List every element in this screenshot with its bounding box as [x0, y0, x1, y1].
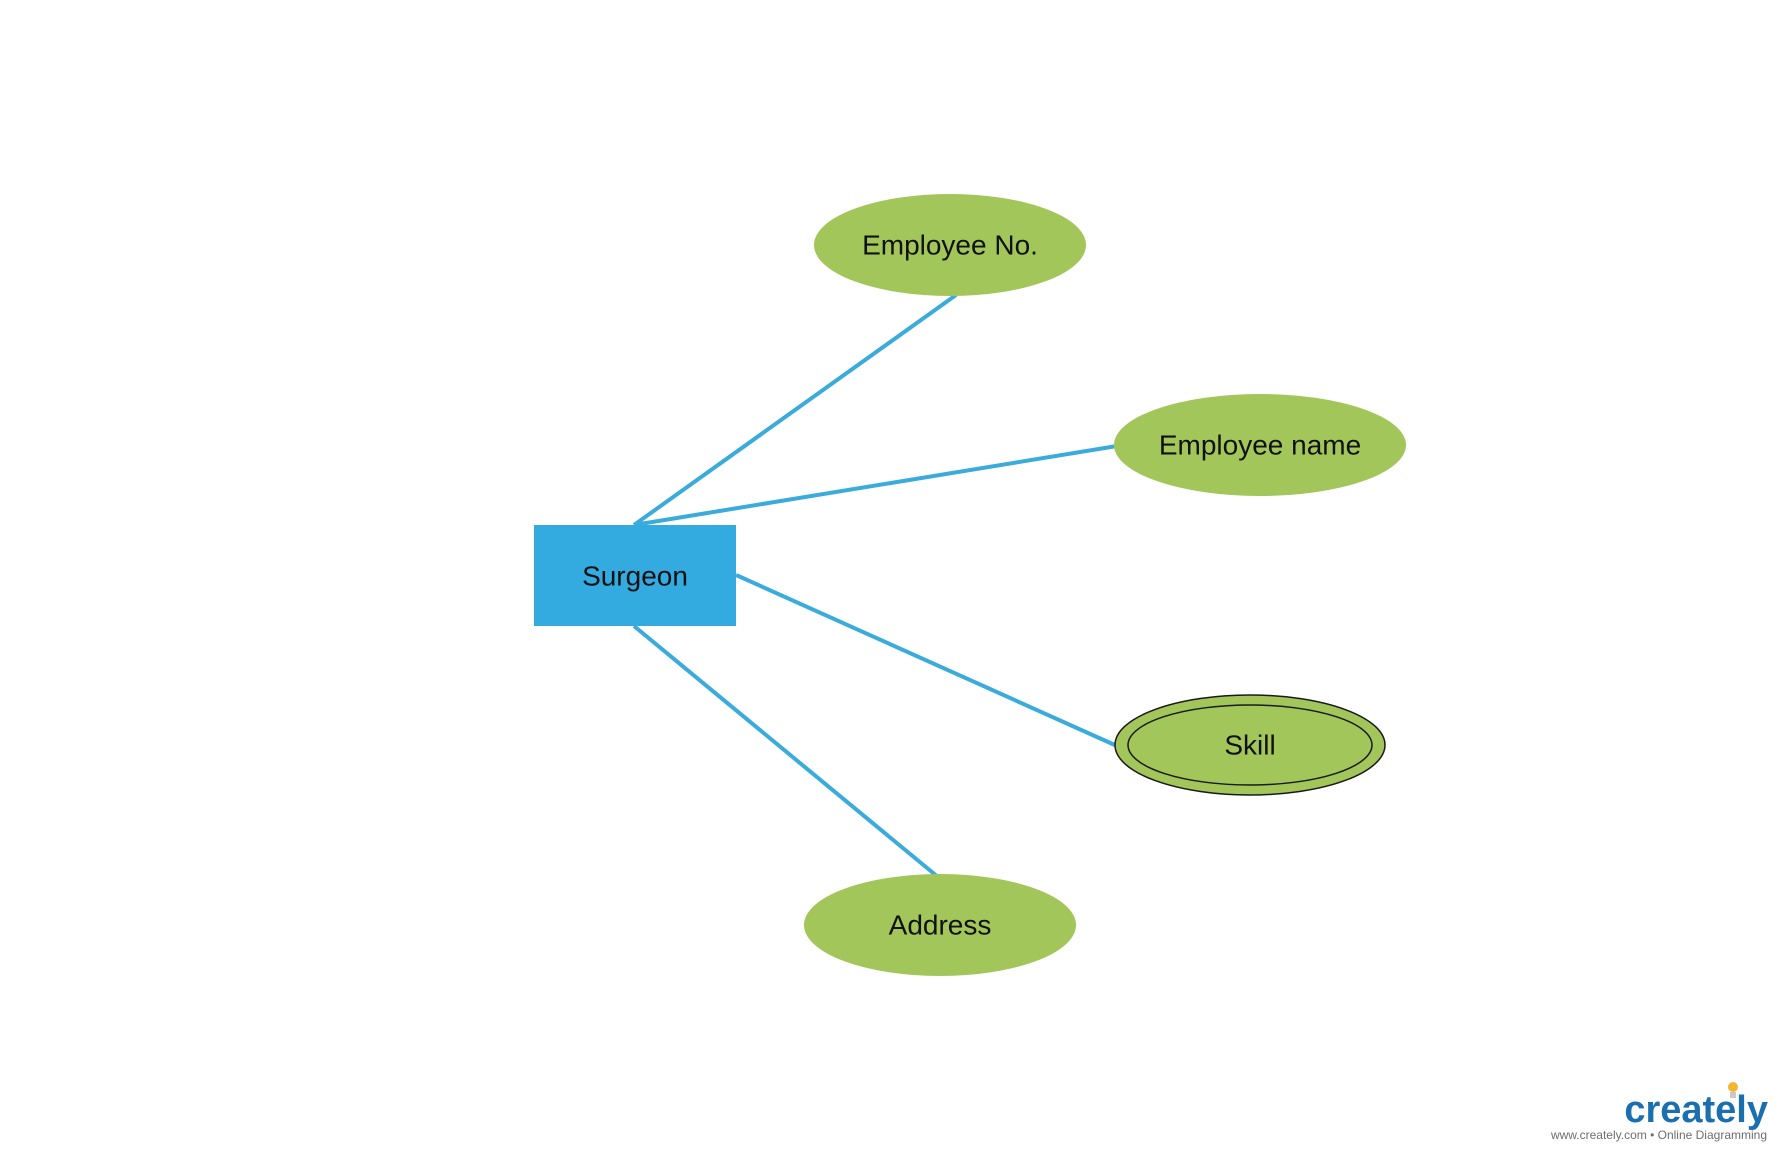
connectors — [632, 293, 1118, 879]
connector-address — [632, 624, 940, 879]
lightbulb-icon — [1728, 1082, 1738, 1098]
multivalued-inner-ellipse — [1127, 704, 1373, 786]
attribute-employee-no[interactable]: Employee No. — [814, 194, 1086, 296]
entity-label: Surgeon — [582, 561, 688, 592]
attribute-label-employee-no: Employee No. — [862, 230, 1038, 261]
connector-employee-no — [632, 293, 958, 527]
brand-logo: creately — [1624, 1089, 1768, 1131]
connector-employee-name — [633, 444, 1118, 527]
connector-skill — [735, 573, 1118, 748]
multivalued-outer-ellipse — [1114, 694, 1386, 796]
attribute-label-skill: Skill — [1224, 730, 1275, 761]
attribute-label-address: Address — [889, 910, 992, 941]
attribute-ellipse — [1114, 394, 1406, 496]
attribute-label-employee-name: Employee name — [1159, 430, 1361, 461]
entity-rectangle — [534, 525, 736, 626]
brand-tagline: www.creately.com • Online Diagramming — [1550, 1128, 1767, 1142]
attribute-ellipse — [814, 194, 1086, 296]
attribute-address[interactable]: Address — [804, 874, 1076, 976]
attribute-employee-name[interactable]: Employee name — [1114, 394, 1406, 496]
creately-watermark: creately www.creately.com • Online Diagr… — [1550, 1082, 1768, 1142]
attribute-ellipse — [804, 874, 1076, 976]
entity-surgeon[interactable]: Surgeon — [534, 525, 736, 626]
attribute-skill-multivalued[interactable]: Skill — [1114, 694, 1386, 796]
